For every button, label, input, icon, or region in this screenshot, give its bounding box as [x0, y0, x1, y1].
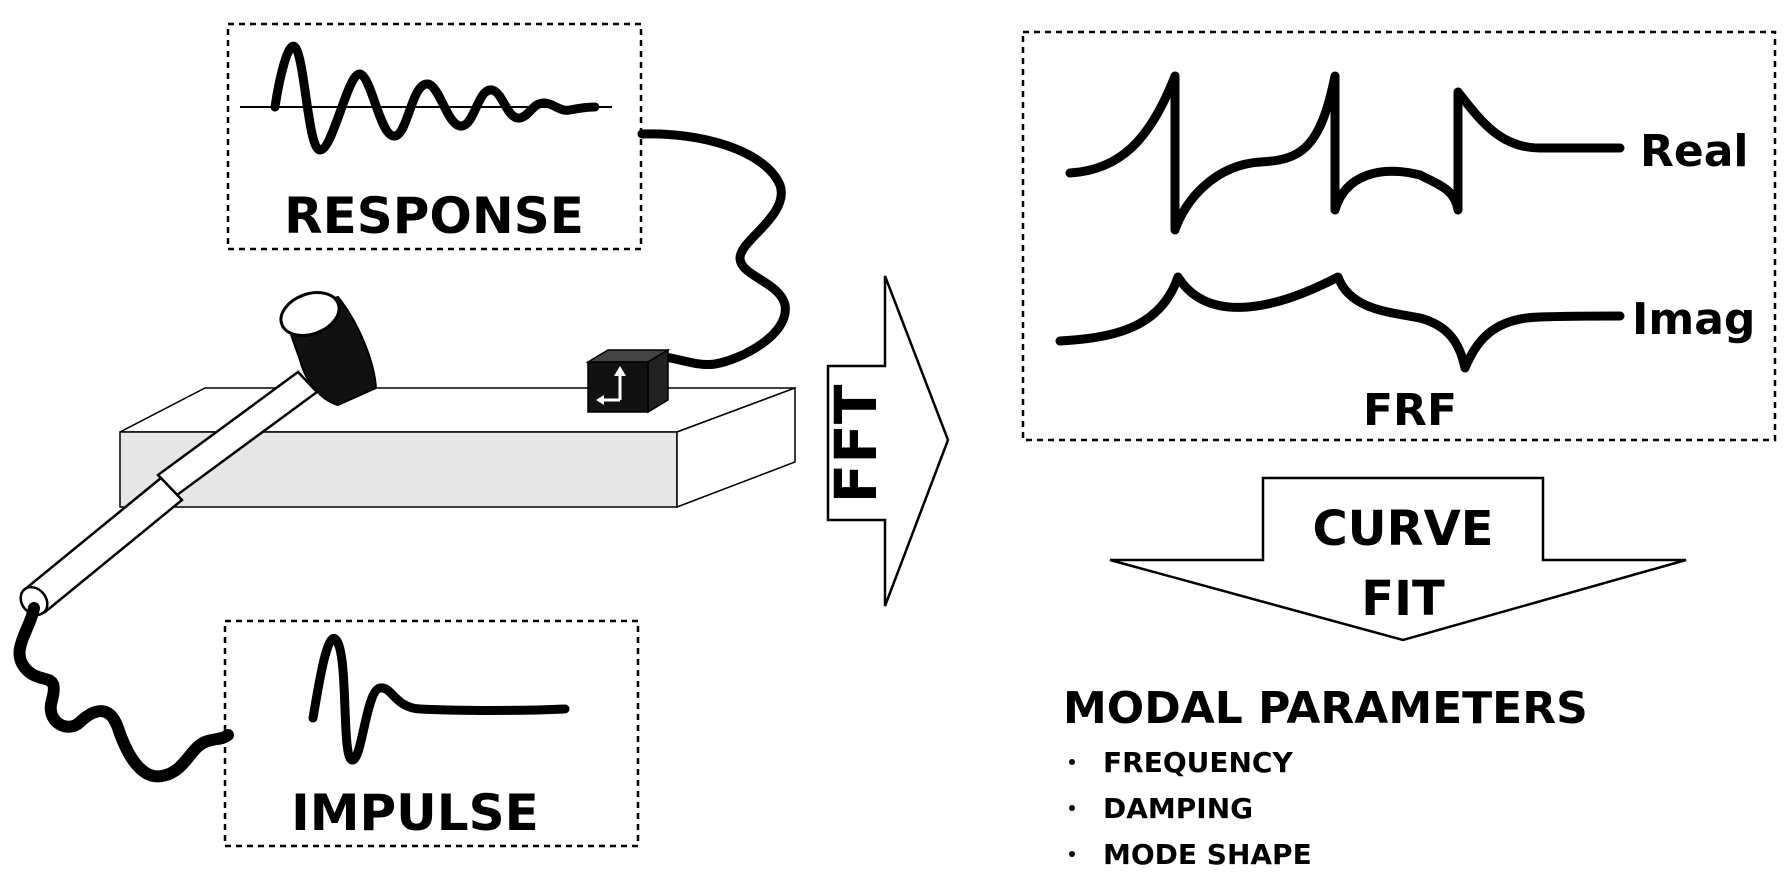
impulse-waveform — [308, 634, 570, 765]
hammer-cable — [13, 602, 234, 783]
bullet-icon — [1069, 759, 1075, 765]
plate-side — [676, 386, 796, 509]
fit-label: FIT — [1361, 571, 1445, 627]
response-waveform — [270, 41, 600, 155]
modal-item-mode-shape: MODE SHAPE — [1103, 838, 1312, 871]
response-label: RESPONSE — [284, 187, 584, 245]
impulse-label: IMPULSE — [291, 784, 539, 842]
fft-label: FFT — [822, 384, 890, 503]
response-panel: RESPONSE — [226, 22, 643, 251]
modal-item-damping: DAMPING — [1103, 792, 1253, 825]
impact-hammer — [19, 291, 378, 617]
frf-imag-label: Imag — [1632, 294, 1755, 345]
bullet-icon — [1069, 805, 1075, 811]
frf-imag-curve — [1055, 272, 1625, 373]
bullet-icon — [1069, 851, 1075, 857]
modal-parameters-title: MODAL PARAMETERS — [1063, 683, 1588, 734]
hammer-grip — [22, 476, 184, 614]
impulse-panel: IMPULSE — [223, 619, 640, 848]
frf-panel: Real Imag FRF — [1021, 30, 1777, 442]
frf-box — [1021, 30, 1777, 442]
curve-label: CURVE — [1312, 501, 1493, 557]
modal-item-frequency: FREQUENCY — [1103, 746, 1293, 779]
hammer-tip — [279, 291, 341, 337]
frf-label: FRF — [1363, 385, 1457, 436]
frf-real-label: Real — [1640, 126, 1749, 177]
modal-parameters-section: MODAL PARAMETERS FREQUENCY DAMPING MODE … — [1063, 683, 1588, 871]
frf-real-curve — [1065, 71, 1625, 235]
accelerometer — [585, 348, 671, 414]
curve-fit-arrow: CURVE FIT — [1109, 476, 1687, 642]
fft-arrow: FFT — [822, 275, 950, 607]
